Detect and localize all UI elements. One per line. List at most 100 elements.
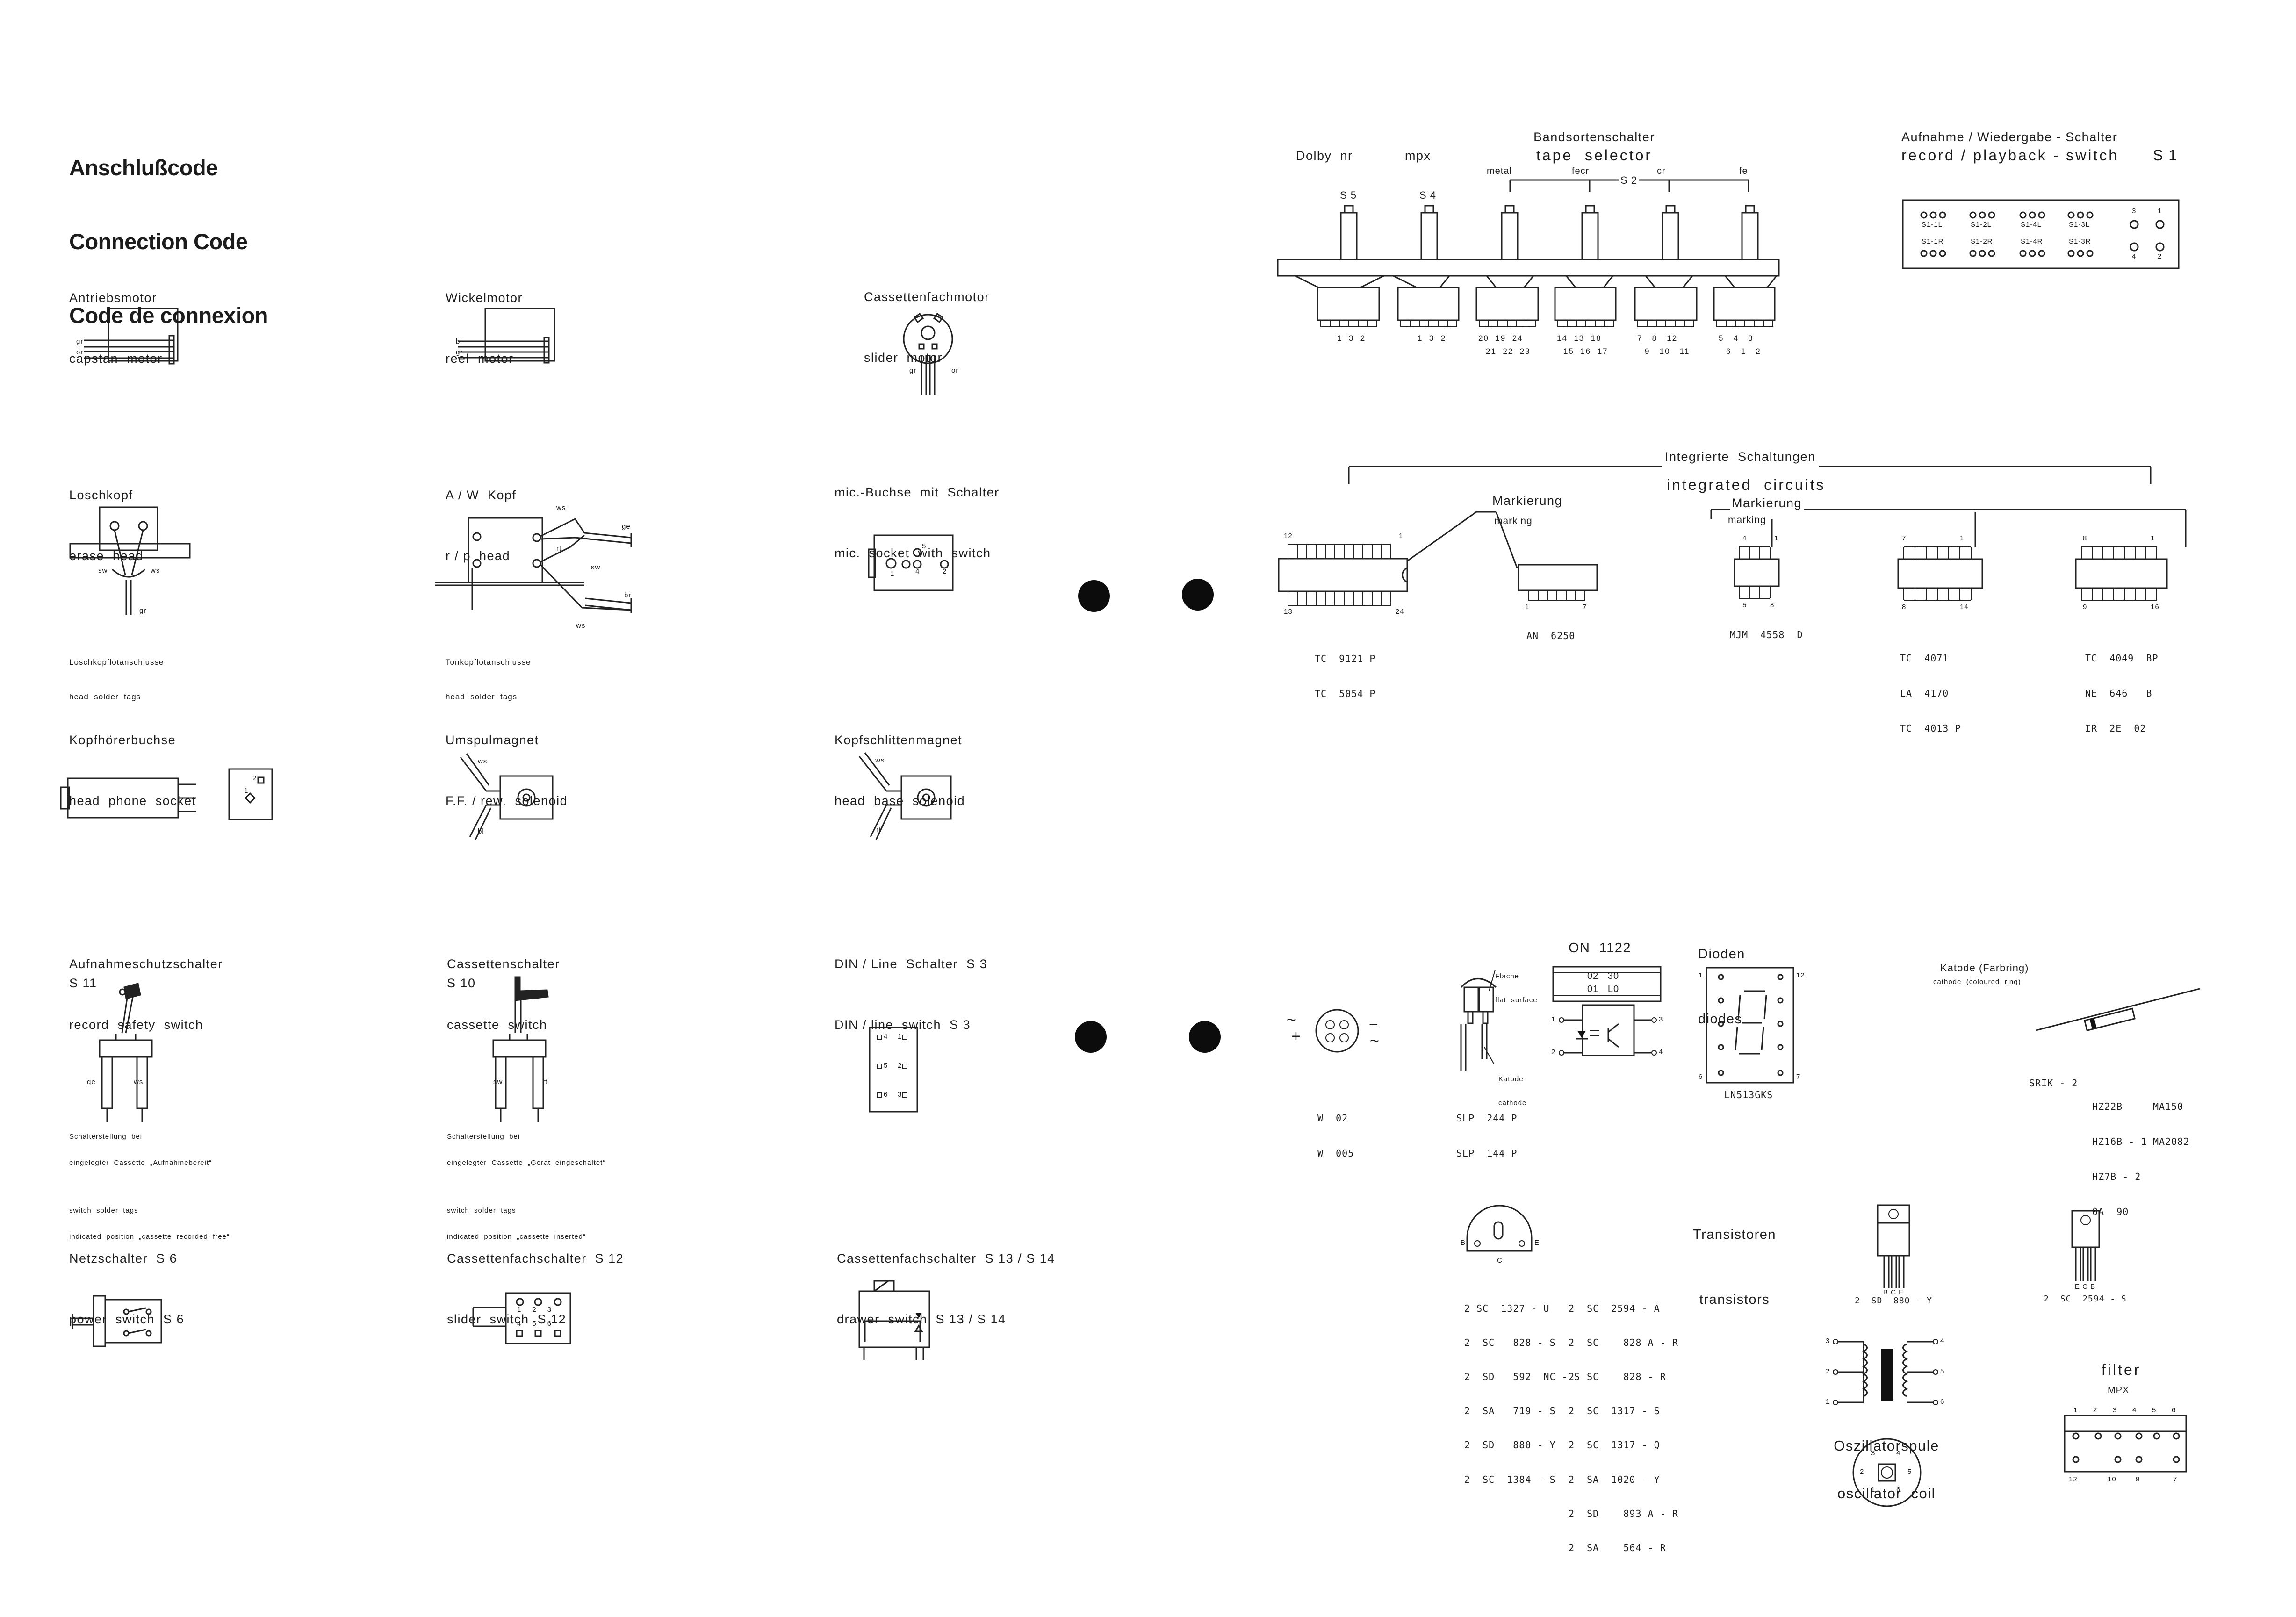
chip5-pin-9: 9 (2083, 603, 2087, 611)
reel-wire-2: gr (456, 348, 463, 356)
slider-pin-1: 1 (517, 1306, 533, 1314)
rp-pin-3: 3 (2132, 207, 2137, 215)
rp-head-note: Tonkopflotanschlusse head solder tags (446, 634, 531, 714)
ic-en: integrated circuits (1667, 476, 1826, 493)
filter-pin-7: 7 (2173, 1475, 2178, 1483)
to126-transistor-drawing (2071, 1210, 2100, 1281)
record-safety-note-4: indicated position „cassette recorded fr… (69, 1232, 230, 1241)
filter-pin-9: 9 (2136, 1475, 2140, 1483)
ff-rew-solenoid-drawing (460, 753, 554, 840)
chip4-parts: TC 4071 LA 4170 TC 4013 P (1900, 629, 1961, 746)
ic-chip3-drawing (1734, 519, 1780, 599)
led-part-1: SLP 244 P (1456, 1113, 1518, 1124)
record-safety-wire-2: ws (134, 1078, 144, 1086)
record-safety-note-3: switch solder tags (69, 1206, 138, 1215)
rp-head-de: A / W Kopf (446, 488, 517, 503)
cassette-note-2: eingelegter Cassette „Gerat eingeschalte… (447, 1158, 606, 1167)
erase-head-de: Loschkopf (69, 488, 133, 503)
tape-pins-3b: 21 22 23 (1486, 347, 1531, 356)
title-en: Connection Code (69, 229, 248, 254)
rp-note-de: Tonkopflotanschlusse (446, 658, 531, 667)
headphone-socket-drawing (60, 768, 273, 820)
erase-note-de: Loschkopflotanschlusse (69, 658, 164, 667)
chip4-part-2: LA 4170 (1900, 688, 1949, 699)
din-pin-3: 3 (898, 1091, 902, 1099)
slider-wire-1: gr (909, 367, 917, 374)
filter-pin-6: 6 (2172, 1406, 2176, 1414)
rp-label-1r: S1-1R (1922, 237, 1944, 245)
cassette-switch-note: Schalterstellung bei eingelegter Cassett… (447, 1115, 605, 1250)
slider-wire-2: or (951, 367, 959, 374)
head-base-solenoid-drawing (858, 752, 952, 840)
transistors-label: Transistoren transistors (1688, 1180, 1781, 1332)
reel-motor-drawing (458, 308, 555, 364)
binder-hole (1075, 1021, 1107, 1053)
mic-pin-5: 5 (922, 542, 927, 550)
opto-pin-3: 3 (1659, 1015, 1663, 1023)
capstan-wire-2: or (76, 348, 84, 356)
chip1-part-2: TC 5054 P (1315, 688, 1376, 699)
led-flat-en: flat surface (1495, 996, 1538, 1005)
headphone-pin-2: 2 (252, 774, 257, 782)
filter-pin-4: 4 (2132, 1406, 2137, 1414)
mic-pin-1: 1 (890, 570, 895, 578)
tape-pins-4: 14 13 18 (1557, 334, 1602, 343)
ff-rew-en: F.F. / rew. solenoid (446, 793, 568, 808)
cassette-switch-drawing (492, 976, 549, 1122)
head-base-wire-2: rt (876, 826, 882, 834)
rp-label-4r: S1-4R (2021, 237, 2043, 245)
led-parts: SLP 244 P SLP 144 P (1456, 1089, 1517, 1171)
ff-rew-wire-2: bl (478, 827, 484, 835)
record-safety-note: Schalterstellung bei eingelegter Cassett… (69, 1115, 230, 1250)
to92-part-4: 2 SA 719 - S (1464, 1405, 1556, 1417)
mpx-filter-drawing (2064, 1415, 2187, 1473)
coil-bottom-3: 3 (1871, 1449, 1876, 1457)
tape-pins-6: 5 4 3 (1719, 334, 1754, 343)
rp-label-1l: S1-1L (1922, 221, 1943, 229)
cassette-switch-en: cassette switch (447, 1017, 547, 1032)
din-switch-label: DIN / Line Schalter S 3 DIN / line switc… (835, 914, 987, 1055)
erase-head-drawing (69, 506, 191, 615)
to220-part: 2 SD 880 - Y (1855, 1296, 1932, 1306)
binder-hole (1182, 579, 1214, 611)
rp-head-en: r / p head (446, 548, 511, 563)
chip3-pin-4: 4 (1742, 534, 1747, 542)
seg-pin-1: 1 (1699, 971, 1703, 979)
headphone-pin-1: 1 (244, 787, 249, 795)
capstan-motor-de: Antriebsmotor (69, 291, 157, 305)
seven-segment-drawing (1706, 967, 1794, 1084)
filter-pin-10: 10 (2108, 1475, 2116, 1483)
chip1-pin-24: 24 (1396, 608, 1404, 616)
cassette-note-1: Schalterstellung bei (447, 1132, 520, 1141)
tape-pins-4b: 15 16 17 (1563, 347, 1608, 356)
filter-pin-5: 5 (2152, 1406, 2157, 1414)
slider-switch-pins-bottom: 456 (517, 1320, 562, 1328)
tape-pins-2: 1 3 2 (1418, 334, 1447, 343)
tape-pins-5b: 9 10 11 (1645, 347, 1690, 356)
record-safety-note-2: eingelegter Cassette „Aufnahmebereit“ (69, 1158, 212, 1167)
chip5-pin-1: 1 (2151, 534, 2155, 542)
to92-part-13: 2 SD 893 A - R (1569, 1508, 1678, 1519)
chip2-pin-1: 1 (1525, 603, 1530, 611)
axial-part-4: 0A 90 (2092, 1206, 2129, 1217)
head-base-de: Kopfschlittenmagnet (835, 733, 963, 747)
din-pin-4: 4 (884, 1033, 888, 1041)
erase-head-en: erase head (69, 548, 144, 563)
headphone-en: head phone socket (69, 793, 196, 808)
opto-top-2: 01 L0 (1587, 984, 1619, 994)
s2-label: S 2 (1619, 173, 1640, 188)
reel-motor-en: reel motor (446, 351, 514, 366)
erase-wire-3: gr (139, 607, 147, 615)
headphone-socket-label: Kopfhörerbuchse head phone socket (69, 690, 196, 831)
slider-pin-2: 2 (532, 1306, 547, 1314)
tape-selector-en: tape selector (1536, 147, 1653, 164)
axial-part-6: MA2082 (2153, 1136, 2190, 1147)
rp-label-3r: S1-3R (2069, 237, 2091, 245)
coil-bottom-1: 1 (1871, 1486, 1876, 1494)
chip5-pin-16: 16 (2151, 603, 2159, 611)
slider-switch-label: Cassettenfachschalter S 12 slider switch… (447, 1208, 624, 1350)
rp-head-label: A / W Kopf r / p head (446, 445, 517, 586)
to92-parts-col2: 2 SC 2594 - A 2 SC 828 A - R 2 SC 828 - … (1569, 1280, 1678, 1565)
dolby-label: Dolby nr (1296, 149, 1353, 163)
seg-pin-6: 6 (1699, 1073, 1703, 1081)
